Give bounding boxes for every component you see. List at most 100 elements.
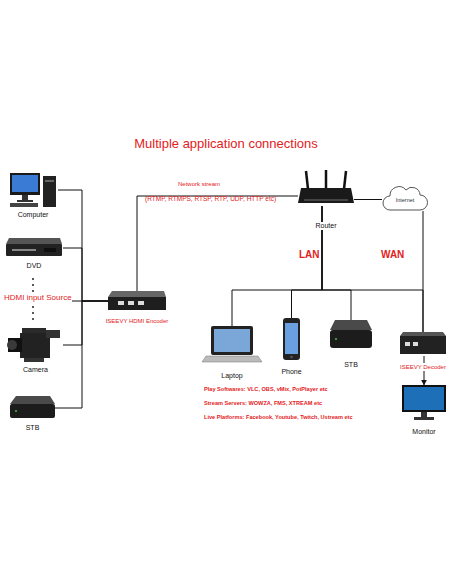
- node-label: STB: [343, 361, 359, 369]
- node-label: Laptop: [220, 372, 243, 380]
- dvd-node: DVD: [5, 238, 63, 258]
- dot: [32, 318, 34, 320]
- computer-icon: [10, 173, 56, 207]
- phone-node: Phone: [283, 318, 300, 360]
- camera-lens: [8, 338, 22, 352]
- laptop-base: [202, 356, 262, 362]
- source-tick: [72, 301, 82, 302]
- camera-node: Camera: [8, 328, 63, 362]
- node-label: ISEEVY Decoder: [399, 363, 447, 371]
- connector-line: [58, 190, 108, 301]
- laptop-screen: [214, 329, 250, 352]
- stb-led: [15, 410, 17, 412]
- router-antenna: [344, 171, 346, 189]
- dvd-icon: [6, 238, 62, 256]
- node-label: STB: [25, 424, 41, 432]
- lens-glass: [7, 340, 17, 350]
- protocol-label: (RTMP, RTMPS, RTSP, RTP, UDP, HTTP etc): [145, 195, 276, 203]
- node-label: Monitor: [411, 428, 436, 436]
- dot: [32, 290, 34, 292]
- note-text: Stream Servers: WOWZA, FMS, XTREAM etc: [204, 400, 322, 407]
- encoder-port: [118, 301, 124, 305]
- node-label: ISEEVY HDMI Encoder: [105, 317, 170, 325]
- monitor-frame: [402, 385, 446, 412]
- node-label: Phone: [280, 368, 302, 376]
- monitor-node: Monitor: [402, 385, 446, 421]
- phone-icon: [283, 318, 300, 360]
- stb-node: STB: [10, 396, 55, 420]
- connector-line: [423, 211, 424, 332]
- internet-cloud: [383, 187, 428, 210]
- decoder-top: [400, 332, 446, 336]
- camera-icon: [7, 328, 60, 362]
- stb-icon: [10, 396, 55, 418]
- monitor-base: [414, 417, 434, 420]
- decoder-body: [400, 336, 446, 354]
- encoder-port: [128, 301, 134, 305]
- monitor-screen: [12, 175, 38, 192]
- dvd-slot: [12, 249, 36, 251]
- phone-body: [283, 318, 300, 360]
- encoder-body: [108, 297, 166, 310]
- connector-line: [63, 301, 108, 345]
- connector-line: [232, 206, 322, 326]
- monitor-stand: [421, 412, 427, 417]
- laptop-icon: [202, 326, 262, 362]
- connector-line: [55, 301, 108, 408]
- router-antenna: [325, 170, 328, 189]
- router-node: Router: [298, 170, 354, 206]
- monitor-stand: [22, 195, 28, 200]
- note-text: Live Platforms: Facebook, Youtube, Twitc…: [204, 414, 353, 421]
- monitor-base: [17, 200, 33, 202]
- decoder-port: [413, 342, 418, 346]
- connector-line: [137, 196, 298, 291]
- decoder-icon: [400, 332, 446, 354]
- stb-body: [10, 404, 55, 418]
- keyboard: [10, 203, 38, 207]
- diagram-title: Multiple application connections: [0, 136, 452, 152]
- monitor-icon: [402, 385, 446, 420]
- encoder-node: ISEEVY HDMI Encoder: [108, 291, 166, 311]
- phone-screen: [285, 323, 298, 354]
- node-label: DVD: [26, 262, 43, 270]
- dvd-body: [6, 244, 62, 256]
- computer-node: Computer: [8, 172, 58, 208]
- dvd-top: [6, 238, 62, 244]
- node-label: Camera: [22, 366, 49, 374]
- dot: [32, 278, 34, 280]
- stb-icon: [330, 320, 372, 348]
- router-body: [298, 188, 354, 203]
- connector-label: Network stream: [178, 181, 220, 188]
- laptop-lid: [211, 326, 253, 355]
- camera-body: [20, 333, 50, 358]
- network-label: LAN: [299, 249, 320, 260]
- encoder-icon: [108, 291, 166, 310]
- router-antenna: [306, 171, 308, 189]
- dot: [32, 306, 34, 308]
- encoder-port: [138, 301, 144, 305]
- monitor-screen: [404, 387, 444, 410]
- stb-node: STB: [330, 320, 372, 350]
- internet-cloud-node: Internet: [382, 188, 428, 211]
- node-label: Computer: [17, 211, 50, 219]
- decoder-node: ISEEVY Decoder: [400, 332, 446, 356]
- camera-viewfinder: [46, 330, 60, 338]
- note-text: Play Softwares: VLC, OBS, vMix, PotPlaye…: [204, 386, 328, 393]
- monitor-frame: [10, 173, 40, 195]
- stb-body: [330, 330, 372, 348]
- phone-button: [290, 356, 293, 359]
- source-label: HDMI input Source: [4, 293, 72, 302]
- decoder-port: [405, 342, 410, 346]
- stb-led: [335, 338, 337, 340]
- stb-top: [10, 396, 55, 404]
- connector-line: [354, 199, 382, 200]
- encoder-top: [108, 291, 166, 297]
- router-icon: [298, 170, 354, 203]
- dot: [32, 284, 34, 286]
- node-label: Router: [314, 222, 337, 230]
